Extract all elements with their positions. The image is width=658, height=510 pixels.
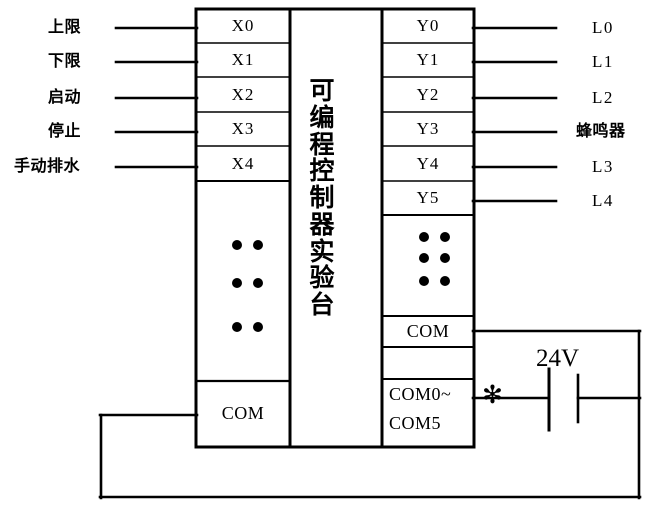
output-terminal-y1: Y1 [416,50,440,69]
caption-char-6: 实 [309,236,335,266]
output-load-label-4: L3 [592,157,614,176]
output-terminal-y5: Y5 [416,188,440,207]
power-supply-voltage-label: 24V [536,345,580,372]
output-common-terminal: COM [406,321,450,341]
output-common-group-line1: COM0~ [389,384,452,404]
input-label-1: 下限 [48,51,82,70]
input-terminal-x3: X3 [231,119,255,138]
input-terminal-x2: X2 [231,85,255,104]
output-load-label-1: L1 [592,52,614,71]
output-terminal-y0: Y0 [416,16,440,35]
caption-char-4: 制 [309,183,335,212]
output-continuation-dots [419,232,450,286]
output-common-group-line2: COM5 [389,413,442,433]
input-label-0: 上限 [48,17,82,36]
output-load-label-0: L0 [592,18,614,37]
output-terminal-y3: Y3 [416,119,440,138]
output-column-box [380,7,476,449]
caption-char-7: 验 [309,263,335,293]
input-terminal-x0: X0 [231,16,255,35]
output-terminal-y2: Y2 [416,85,440,104]
input-label-2: 启动 [48,87,82,106]
caption-char-8: 台 [309,290,335,319]
output-load-label-3: 蜂鸣器 [576,121,626,140]
output-load-label-5: L4 [592,191,614,210]
input-label-3: 停止 [48,121,82,140]
caption-char-3: 控 [309,156,335,186]
center-panel-caption: 可 编 程 控 制 器 实 验 台 [300,76,344,319]
caption-char-5: 器 [309,209,335,239]
input-common-terminal: COM [221,403,265,423]
output-load-label-2: L2 [592,88,614,107]
input-label-4: 手动排水 [14,156,81,175]
caption-char-1: 编 [309,102,335,132]
caption-char-0: 可 [309,76,335,105]
output-terminal-y4: Y4 [416,154,440,173]
input-terminal-x1: X1 [231,50,255,69]
input-continuation-dots [232,240,263,332]
input-terminal-x4: X4 [231,154,255,173]
asterisk-marker-icon: ✻ [482,380,503,409]
caption-char-2: 程 [309,129,335,159]
